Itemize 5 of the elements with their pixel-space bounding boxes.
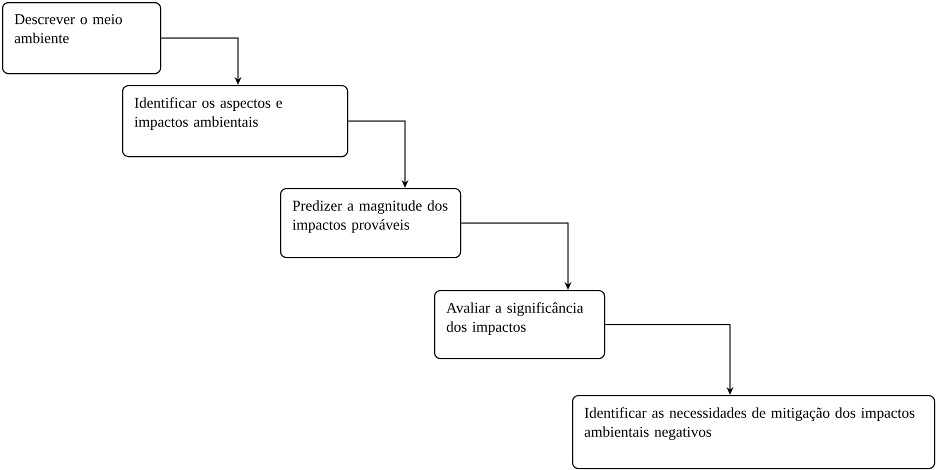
process-box: Predizer a magnitude dos impactos prováveis <box>280 188 462 258</box>
process-box: Descrever o meio ambiente <box>2 2 162 74</box>
process-box: Identificar os aspectos e impactos ambientais <box>122 84 348 158</box>
process-box: Identificar as necessidades de mitigação dos impactos ambientais negativos <box>572 394 936 470</box>
process-box: Avaliar a significância dos impactos <box>434 290 606 360</box>
